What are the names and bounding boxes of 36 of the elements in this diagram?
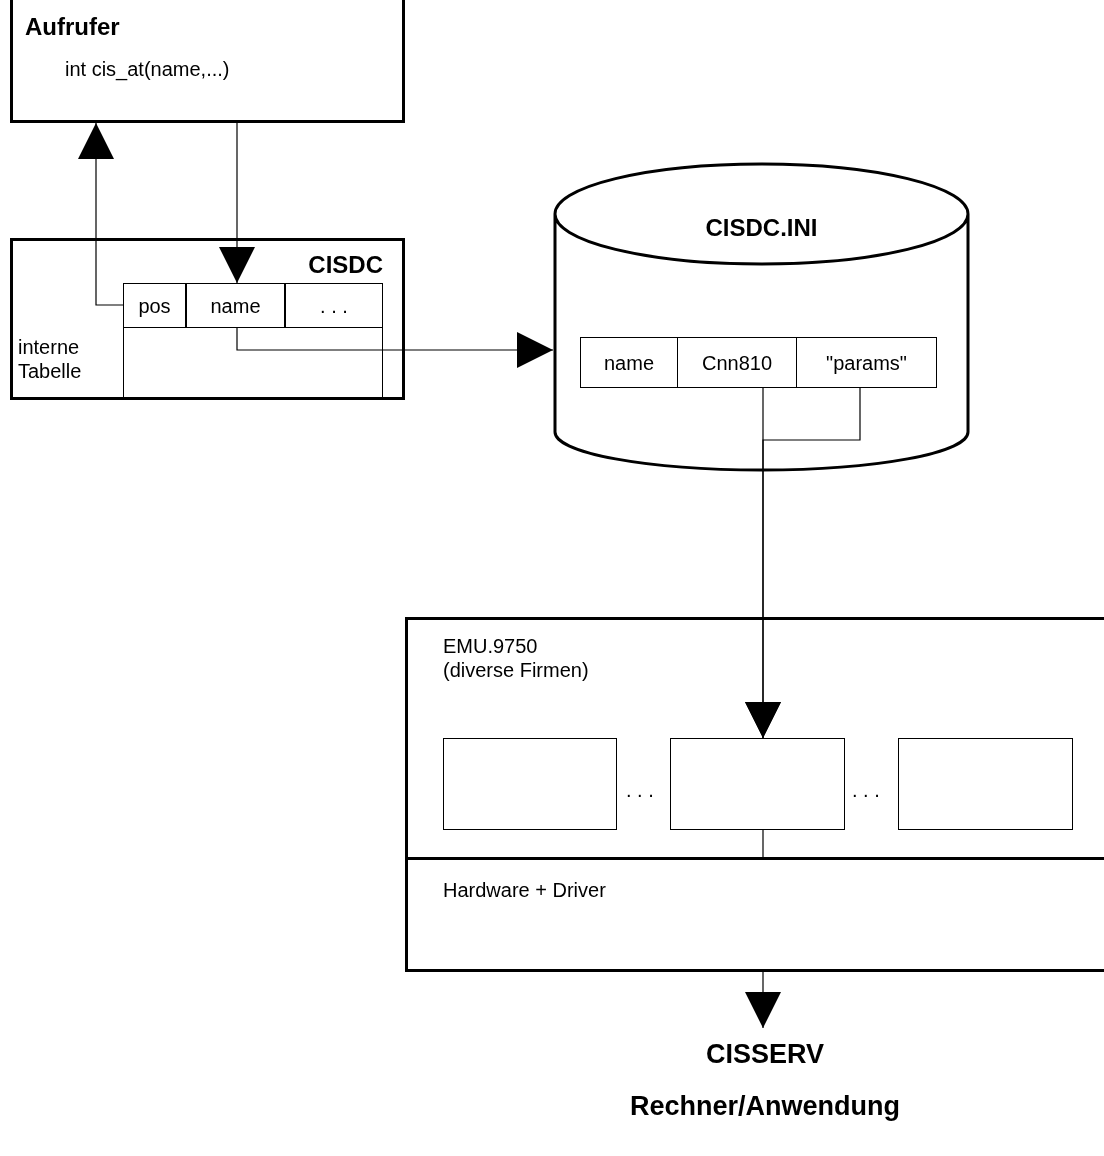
component-box [670,738,845,830]
connector-line [762,829,764,858]
arrow [219,122,255,284]
ellipsis-label: . . . [626,778,654,802]
text-label: . . . [319,293,349,318]
table-cell [123,283,186,328]
component-box [898,738,1073,830]
text-label: EMU.9750 (diverse Firmen) [443,634,590,682]
table-cell [285,283,383,328]
arrow [236,327,554,368]
database-cylinder [553,162,970,472]
heading: CISDC.INI [704,214,819,242]
table-cell [580,337,678,388]
arrow [745,387,861,739]
ellipsis-label: . . . [852,778,880,802]
table-cell [186,283,285,328]
text-label: int cis_at(name,...) [65,57,230,81]
text-label: Cnn810 [700,350,774,375]
component-box [443,738,617,830]
arrow [745,971,781,1029]
text-label: interne Tabelle [18,335,83,383]
table-cell [796,337,937,388]
heading: Aufrufer [25,13,120,41]
table-cell [677,337,797,388]
heading: CISSERV Rechner/Anwendung [629,1038,901,1123]
module-box [10,238,405,400]
text-label: name [603,350,655,375]
layer-band [405,857,1104,972]
layer-band [405,617,1104,860]
arrow [78,122,124,306]
text-label: Hardware + Driver [443,878,606,902]
text-label: "params" [825,350,908,375]
heading: CISDC [307,251,383,279]
text-label: name [209,293,262,318]
caller-box [10,0,405,123]
text-label: pos [137,293,172,318]
